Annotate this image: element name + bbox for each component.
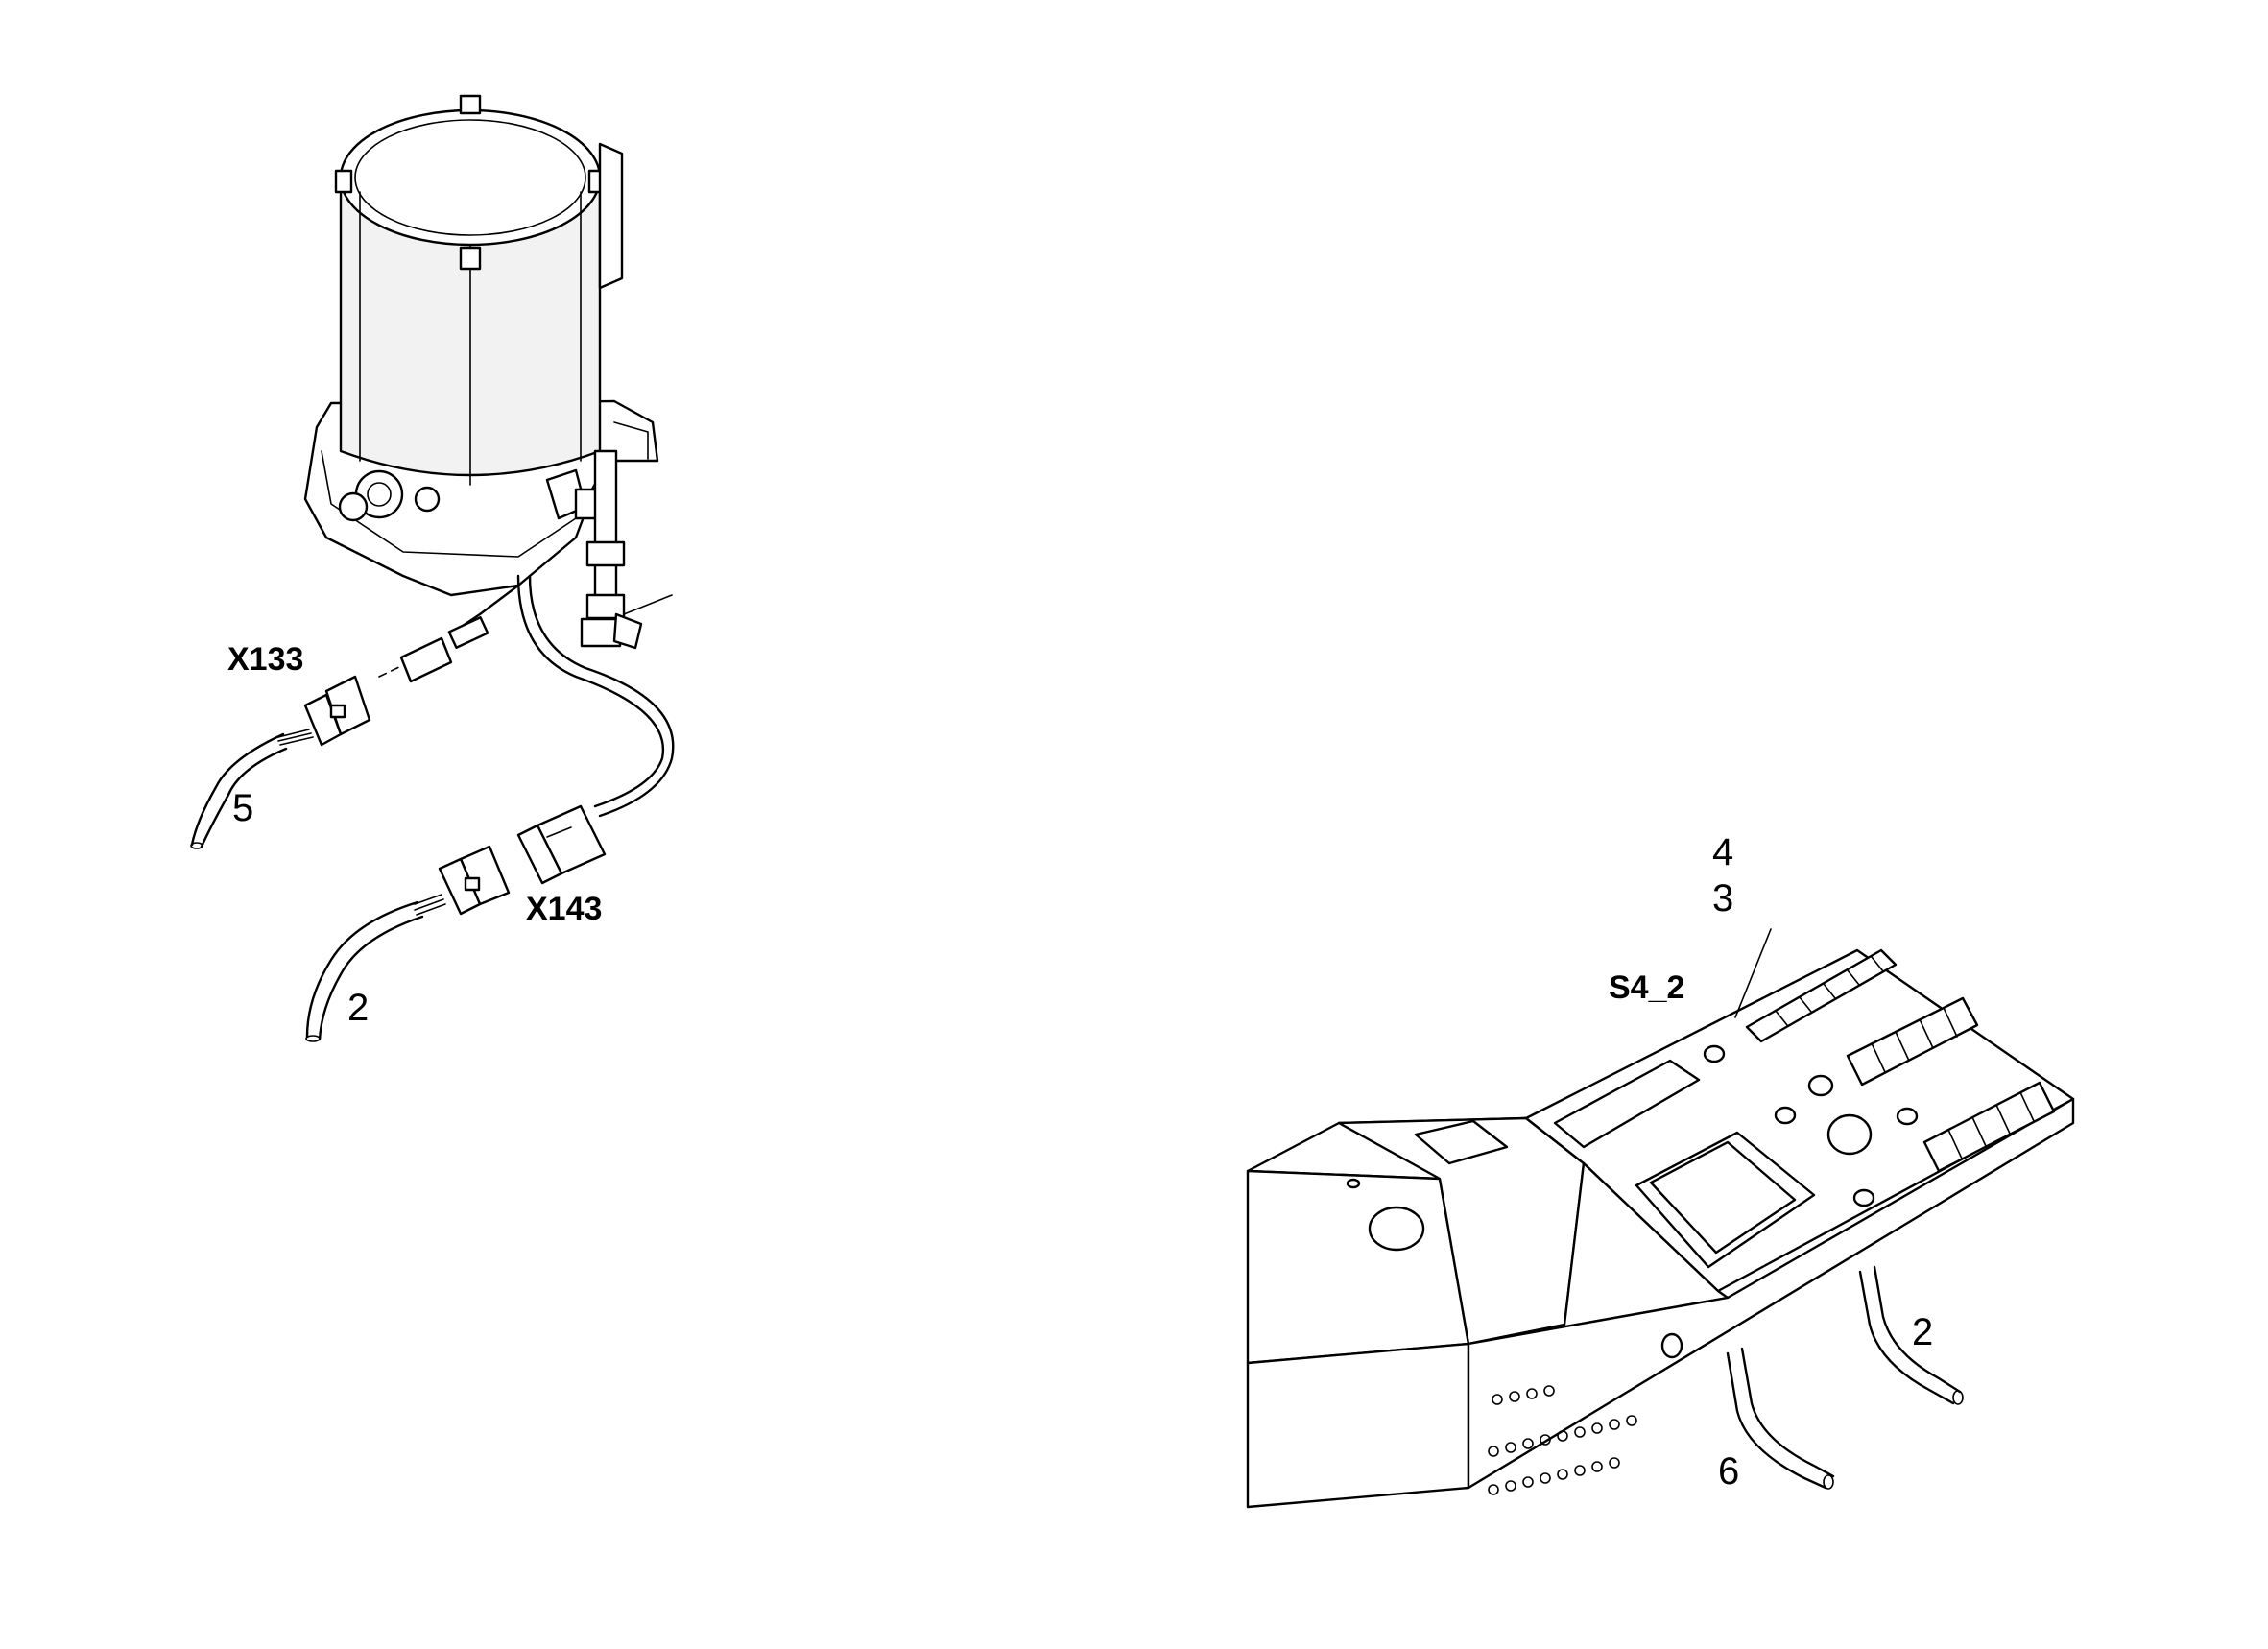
label-s4-2: S4_2	[1609, 969, 1685, 1006]
operator-console	[1246, 948, 2075, 1509]
label-item-4: 4	[1712, 831, 1734, 873]
connector-x143-mate	[414, 845, 511, 916]
label-item-3: 3	[1712, 877, 1734, 920]
pump-cable-x133	[378, 584, 520, 683]
harness-5	[190, 732, 288, 849]
switch-row-lines	[1775, 956, 2035, 1159]
connector-x143	[516, 804, 607, 885]
label-item-2-right: 2	[1912, 1311, 1934, 1353]
harness-6	[1726, 1347, 1835, 1490]
label-item-2-left: 2	[347, 987, 370, 1029]
harness-2-left	[305, 900, 424, 1042]
pump-cable-x143	[516, 574, 675, 818]
label-x143: X143	[526, 891, 603, 927]
label-item-6: 6	[1718, 1450, 1740, 1493]
label-x133: X133	[227, 641, 304, 678]
label-item-5: 5	[232, 787, 254, 829]
harness-2-right	[1858, 1265, 1964, 1405]
connector-x133	[277, 675, 371, 747]
front-led-dots	[1488, 1385, 1637, 1495]
leader-line-s4-2	[1734, 928, 1772, 1018]
lubrication-pump	[303, 94, 673, 650]
